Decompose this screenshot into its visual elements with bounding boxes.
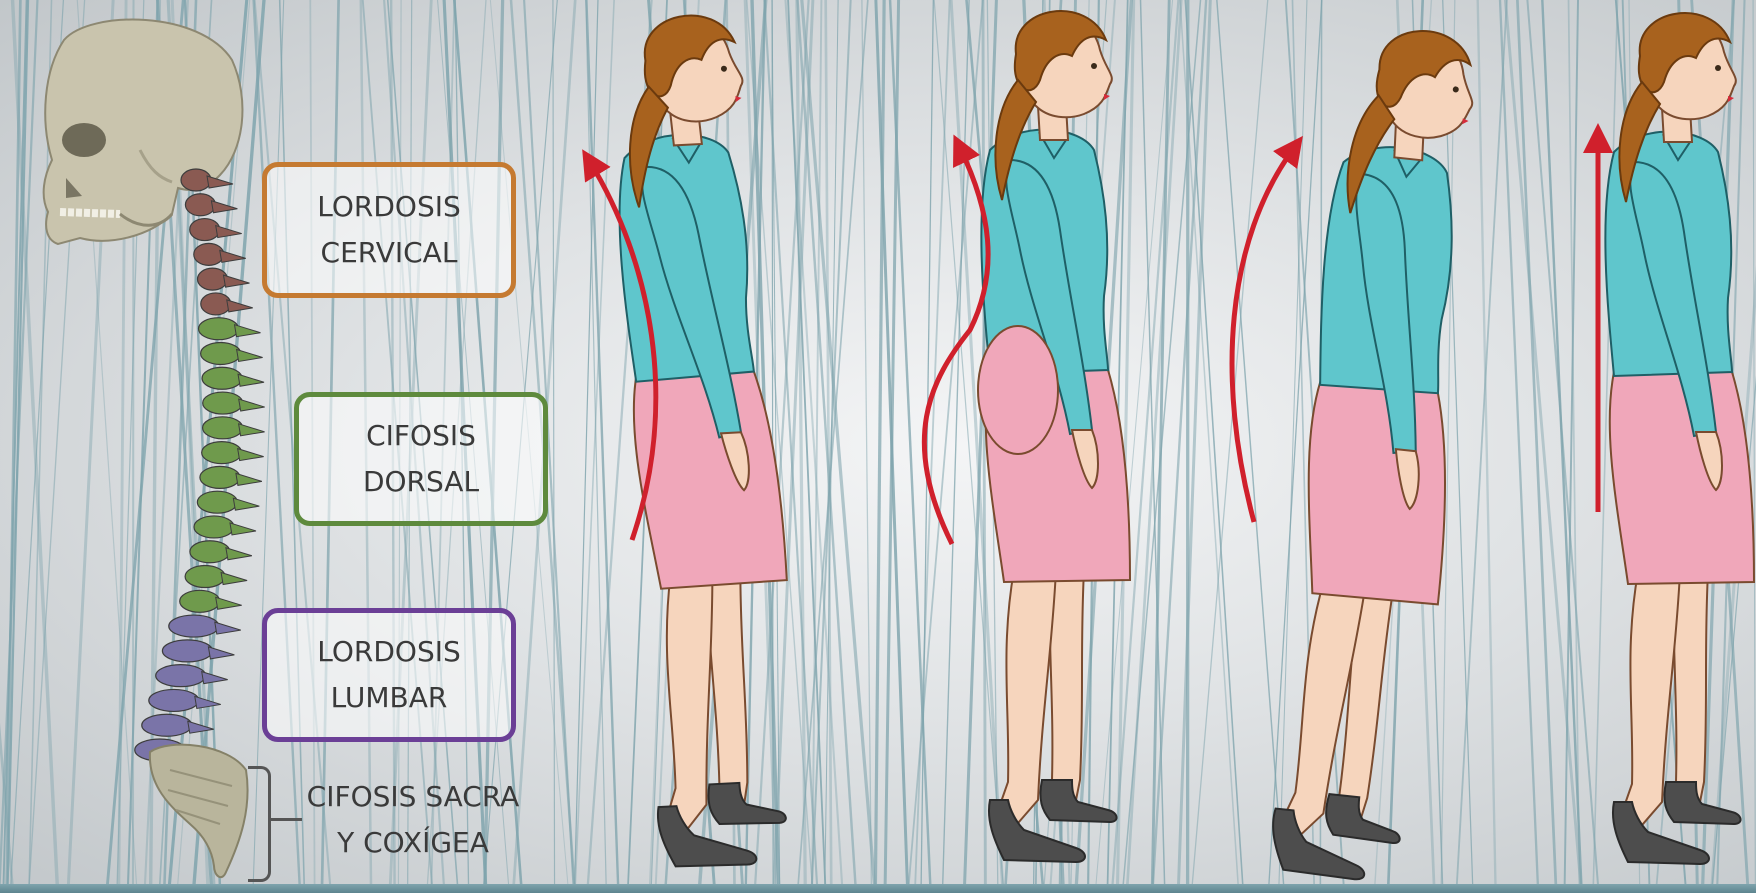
vertebra-process: [226, 548, 252, 560]
vertebra: [190, 541, 230, 563]
vertebra: [201, 342, 241, 364]
vertebra-process: [223, 275, 249, 287]
vertebra-process: [230, 523, 256, 535]
vertebra-process: [211, 201, 237, 213]
vertebra: [194, 516, 234, 538]
vertebra-process: [238, 449, 264, 461]
vertebra-process: [238, 374, 264, 386]
vertebra: [180, 590, 220, 612]
vertebra-process: [239, 399, 265, 411]
vertebra-process: [235, 325, 261, 337]
vertebra-process: [221, 573, 247, 585]
woman-posture-2-icon: [978, 11, 1130, 862]
label-text-line2: LUMBAR: [317, 675, 461, 721]
vertebra: [169, 615, 219, 637]
label-cifosis-dorsal: CIFOSIS DORSAL: [294, 392, 548, 526]
label-text-line1: LORDOSIS: [317, 629, 461, 675]
vertebra-process: [227, 300, 253, 312]
woman-posture-4-icon: [1605, 13, 1754, 864]
label-text-line1: CIFOSIS: [363, 413, 479, 459]
woman-posture-3-icon: [1261, 23, 1498, 885]
vertebra-process: [220, 250, 246, 262]
vertebra-process: [202, 672, 228, 684]
sacrum-icon: [150, 745, 248, 877]
vertebra: [185, 566, 225, 588]
vertebra: [190, 219, 220, 241]
label-cifosis-sacra: CIFOSIS SACRA Y COXÍGEA: [288, 774, 538, 866]
vertebra-process: [236, 473, 262, 485]
vertebral-column: [135, 169, 265, 761]
vertebra-process: [237, 349, 263, 361]
vertebra: [194, 243, 224, 265]
vertebra-process: [188, 721, 214, 733]
label-text-line1: LORDOSIS: [317, 184, 461, 230]
vertebra-process: [195, 696, 221, 708]
vertebra-process: [207, 176, 233, 188]
vertebra: [197, 491, 237, 513]
vertebra-process: [215, 622, 241, 634]
label-text-line2: DORSAL: [363, 459, 479, 505]
vertebra: [200, 466, 240, 488]
vertebra: [156, 665, 206, 687]
vertebra: [142, 714, 192, 736]
label-text-line2: Y COXÍGEA: [288, 820, 538, 866]
vertebra: [202, 367, 242, 389]
vertebra-process: [216, 597, 242, 609]
vertebra: [185, 194, 215, 216]
vertebra: [181, 169, 211, 191]
label-text-line2: CERVICAL: [317, 230, 461, 276]
label-text-line1: CIFOSIS SACRA: [288, 774, 538, 820]
spine-illustration: [44, 20, 265, 878]
vertebra-process: [233, 498, 259, 510]
vertebra: [197, 268, 227, 290]
curved-arrow-icon: [1232, 148, 1294, 522]
vertebra: [162, 640, 212, 662]
vertebra-process: [208, 647, 234, 659]
vertebra: [203, 417, 243, 439]
vertebra: [199, 318, 239, 340]
vertebra-process: [239, 424, 265, 436]
vertebra: [149, 689, 199, 711]
woman-posture-1-icon: [609, 12, 802, 870]
vertebra: [202, 442, 242, 464]
vertebra-process: [216, 226, 242, 238]
s-curved-arrow-icon: [924, 148, 988, 544]
label-lordosis-lumbar: LORDOSIS LUMBAR: [262, 608, 516, 742]
vertebra: [201, 293, 231, 315]
label-lordosis-cervical: LORDOSIS CERVICAL: [262, 162, 516, 298]
brace-bracket: [248, 766, 271, 882]
bottom-border: [0, 884, 1756, 893]
vertebra: [203, 392, 243, 414]
